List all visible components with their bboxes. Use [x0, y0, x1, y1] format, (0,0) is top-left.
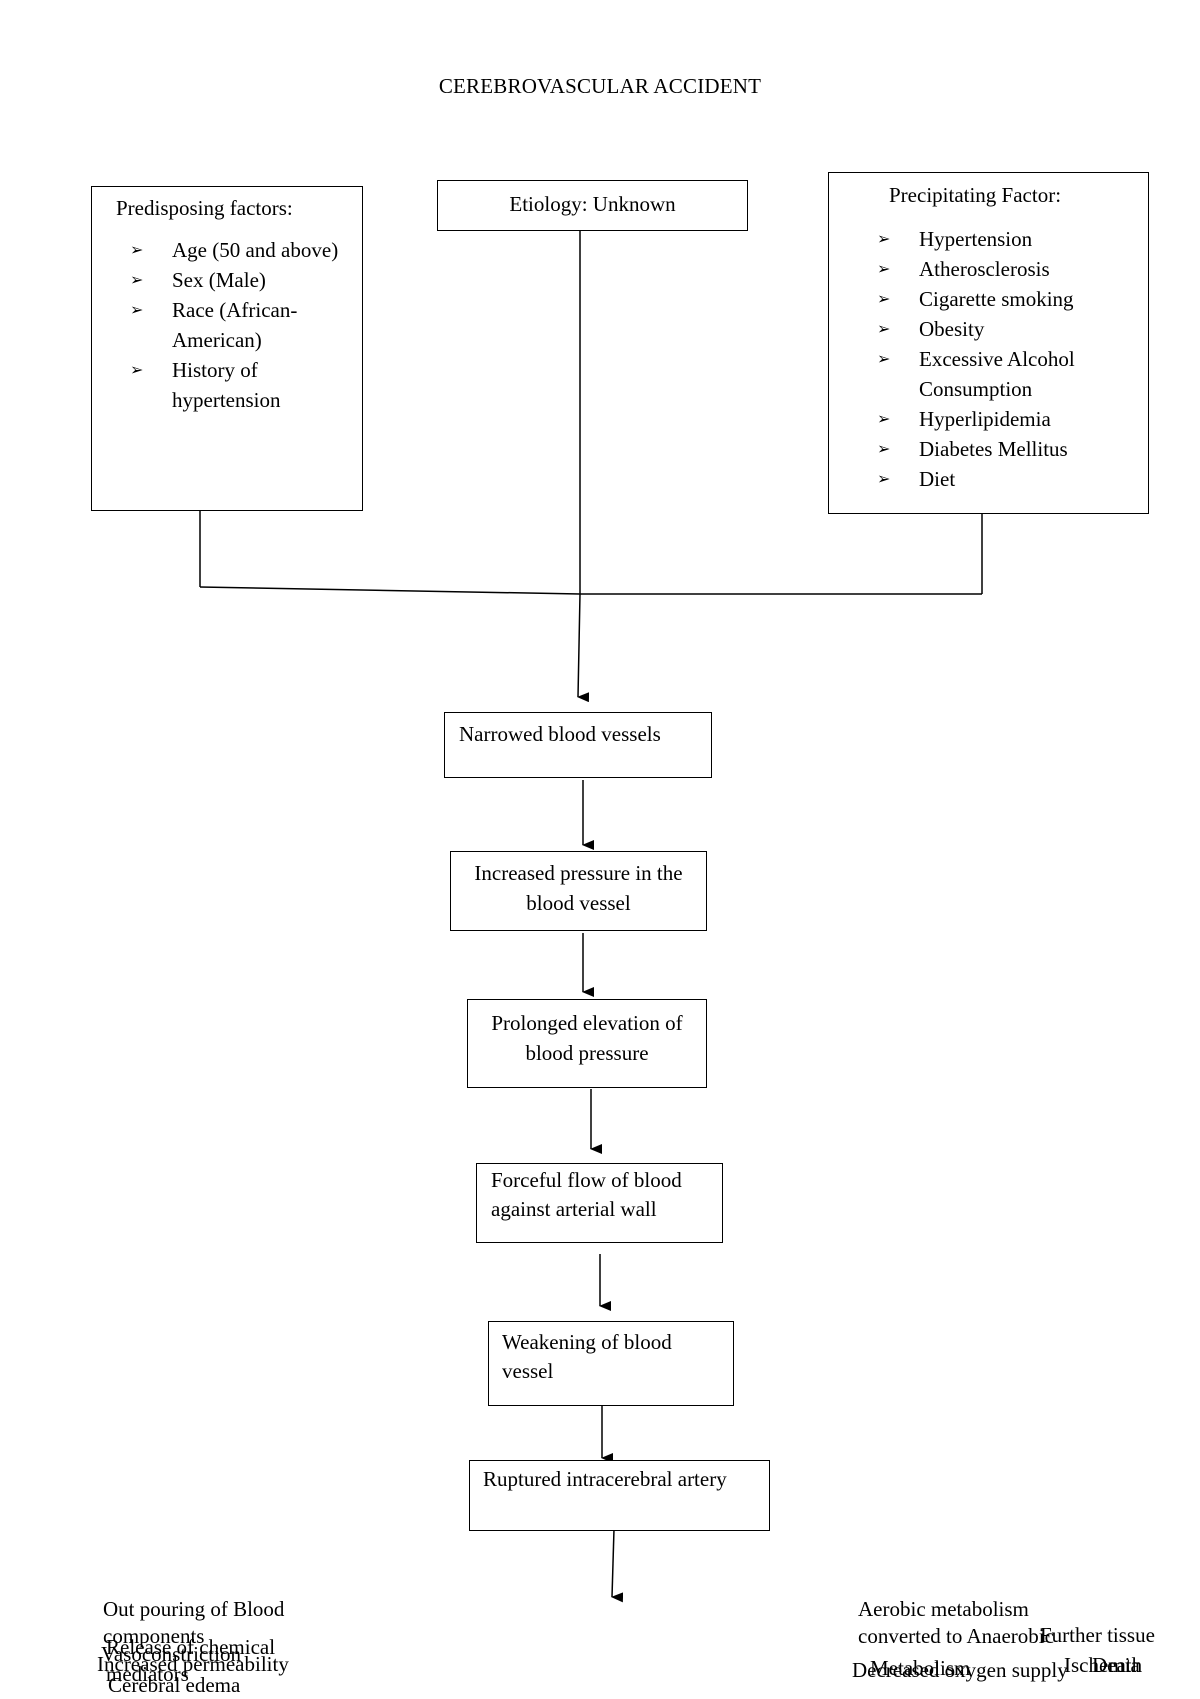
decreased-oxygen-text: Decreased oxygen supply	[852, 1658, 1068, 1682]
precipitating-factors-box: Precipitating Factor: ➢Hypertension ➢Ath…	[828, 172, 1149, 514]
connector-line	[199, 586, 982, 595]
arrow-bullet-icon: ➢	[877, 469, 891, 488]
diagram-title: CEREBROVASCULAR ACCIDENT	[438, 74, 762, 98]
ischemia-text: Ischemia	[1064, 1653, 1140, 1677]
predisposing-item: ➢Race (African-American)	[130, 295, 344, 355]
arrow-bullet-icon: ➢	[877, 229, 891, 248]
flow-node-forceful-flow: Forceful flow of blood against arterial …	[476, 1163, 723, 1243]
precipitating-item: ➢Obesity	[877, 314, 1138, 344]
further-tissue-text: Further tissue	[1040, 1623, 1155, 1647]
predisposing-factors-box: Predisposing factors: ➢Age (50 and above…	[91, 186, 363, 511]
flow-node-weakening: Weakening of blood vessel	[488, 1321, 734, 1406]
arrow-bullet-icon: ➢	[877, 319, 891, 338]
precipitating-item: ➢Excessive Alcohol Consumption	[877, 344, 1138, 404]
flow-node-narrowed: Narrowed blood vessels	[444, 712, 712, 778]
precipitating-item: ➢Atherosclerosis	[877, 254, 1138, 284]
flow-node-increased-pressure: Increased pressure in the blood vessel	[450, 851, 707, 931]
arrow-bullet-icon: ➢	[877, 349, 891, 368]
predisposing-item: ➢Sex (Male)	[130, 265, 344, 295]
aerobic-text: Aerobic metabolism converted to Anaerobi…	[858, 1597, 1054, 1648]
arrow-bullet-icon: ➢	[877, 409, 891, 428]
cerebral-edema-text: Cerebral edema	[108, 1673, 241, 1697]
arrow-bullet-icon: ➢	[877, 289, 891, 308]
arrow-bullet-icon: ➢	[877, 439, 891, 458]
arrow-bullet-icon: ➢	[130, 240, 144, 259]
flow-node-ruptured: Ruptured intracerebral artery	[469, 1460, 770, 1531]
predisposing-item: ➢History of hypertension	[130, 355, 344, 415]
predisposing-item: ➢Age (50 and above)	[130, 235, 344, 265]
precipitating-item: ➢Diabetes Mellitus	[877, 434, 1138, 464]
increased-permeability-text: Increased permeability	[97, 1652, 289, 1676]
precipitating-heading: Precipitating Factor:	[889, 183, 1062, 207]
predisposing-heading: Predisposing factors:	[116, 196, 293, 220]
precipitating-item: ➢Hyperlipidemia	[877, 404, 1138, 434]
etiology-box: Etiology: Unknown	[437, 180, 748, 231]
connector-arrow	[611, 1528, 624, 1603]
precipitating-item: ➢Diet	[877, 464, 1138, 494]
release-text: Release of chemical mediators	[106, 1635, 276, 1686]
arrow-bullet-icon: ➢	[877, 259, 891, 278]
etiology-label: Etiology: Unknown	[509, 192, 676, 216]
arrow-bullet-icon: ➢	[130, 360, 144, 379]
vasoconstriction-text: Vasoconstriction	[101, 1642, 241, 1666]
precipitating-item: ➢Hypertension	[877, 224, 1138, 254]
precipitating-item: ➢Cigarette smoking	[877, 284, 1138, 314]
connector-arrow	[577, 231, 590, 703]
arrow-bullet-icon: ➢	[130, 270, 144, 289]
arrow-bullet-icon: ➢	[130, 300, 144, 319]
outpouring-text: Out pouring of Blood components	[103, 1597, 285, 1648]
flow-node-prolonged-elevation: Prolonged elevation of blood pressure	[467, 999, 707, 1088]
metabolism-text: Metabolism	[870, 1656, 971, 1680]
death-text: Death	[1092, 1653, 1143, 1677]
